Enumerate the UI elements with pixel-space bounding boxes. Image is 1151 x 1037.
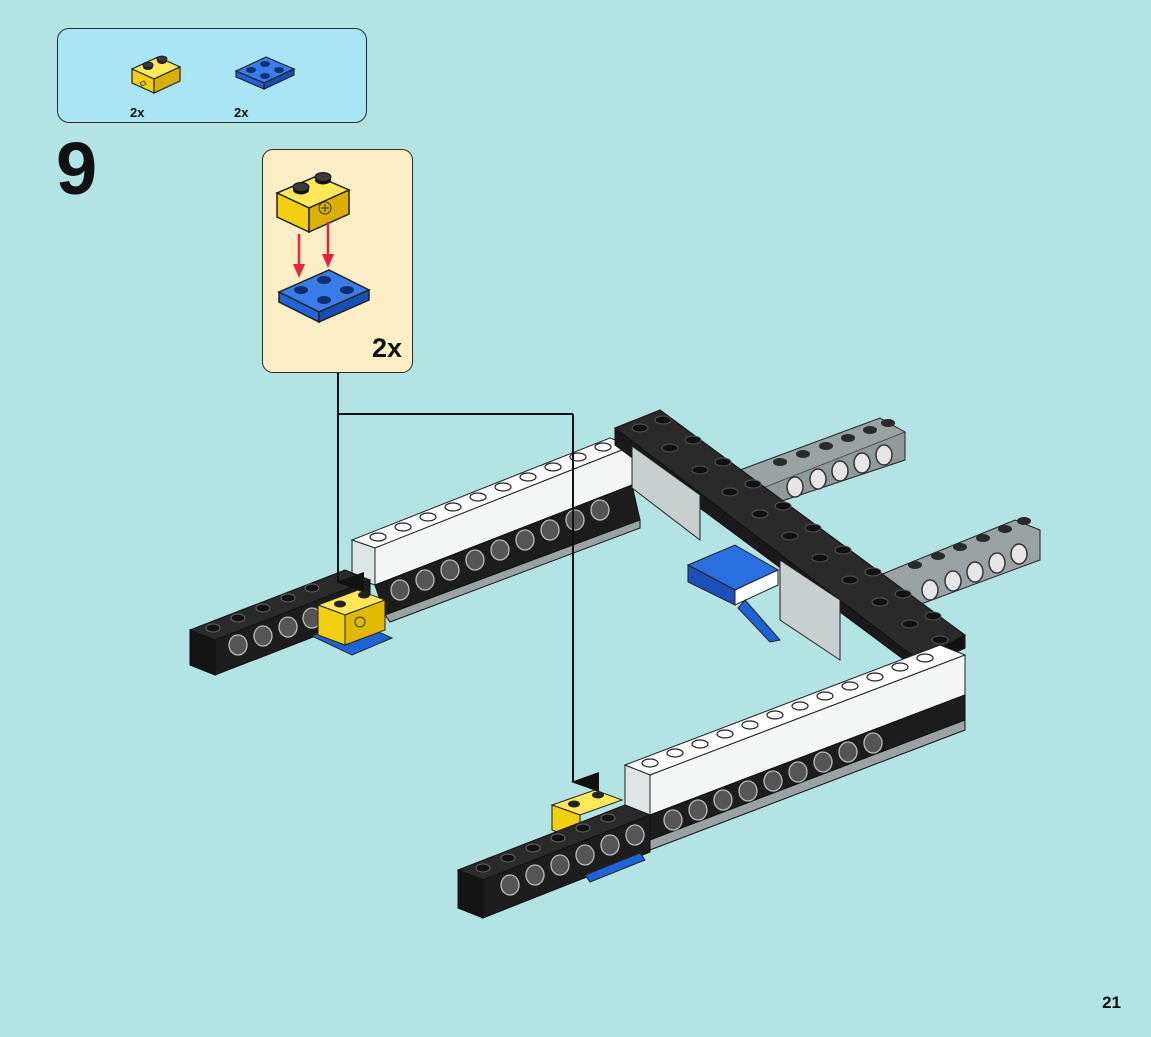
page-number: 21: [1102, 993, 1121, 1012]
grey-support: [631, 445, 841, 661]
black-beam-lower: [649, 694, 966, 851]
yellow-brick-icon: [275, 172, 351, 234]
step-number: 9: [56, 127, 98, 210]
red-arrow-icon: [293, 222, 334, 278]
sub-assembly-illustration: [275, 172, 371, 324]
blue-plate-icon: [234, 56, 296, 90]
blue-plate-middle: [686, 544, 781, 643]
sub-assembly-box: 2x: [262, 149, 413, 373]
blue-plate-icon: [277, 269, 371, 324]
grey-beam-front: [879, 517, 1041, 611]
callout-arrows: [336, 373, 599, 792]
yellow-brick-icon: [130, 55, 182, 94]
parts-list-box: 2x 2x: [57, 28, 367, 123]
black-beam-bottom: [456, 804, 652, 919]
parts-list-quantity: 2x: [234, 105, 249, 120]
sub-assembly-quantity: 2x: [371, 333, 402, 363]
white-brick-upper: [350, 437, 634, 586]
parts-list-item-yellow-brick: 2x: [130, 43, 200, 123]
parts-list-item-blue-plate: 2x: [234, 43, 304, 123]
parts-list-quantity: 2x: [130, 105, 145, 120]
black-plate-top: [613, 409, 966, 671]
yellow-brick-left: [310, 589, 394, 656]
white-brick-lower: [623, 644, 967, 816]
